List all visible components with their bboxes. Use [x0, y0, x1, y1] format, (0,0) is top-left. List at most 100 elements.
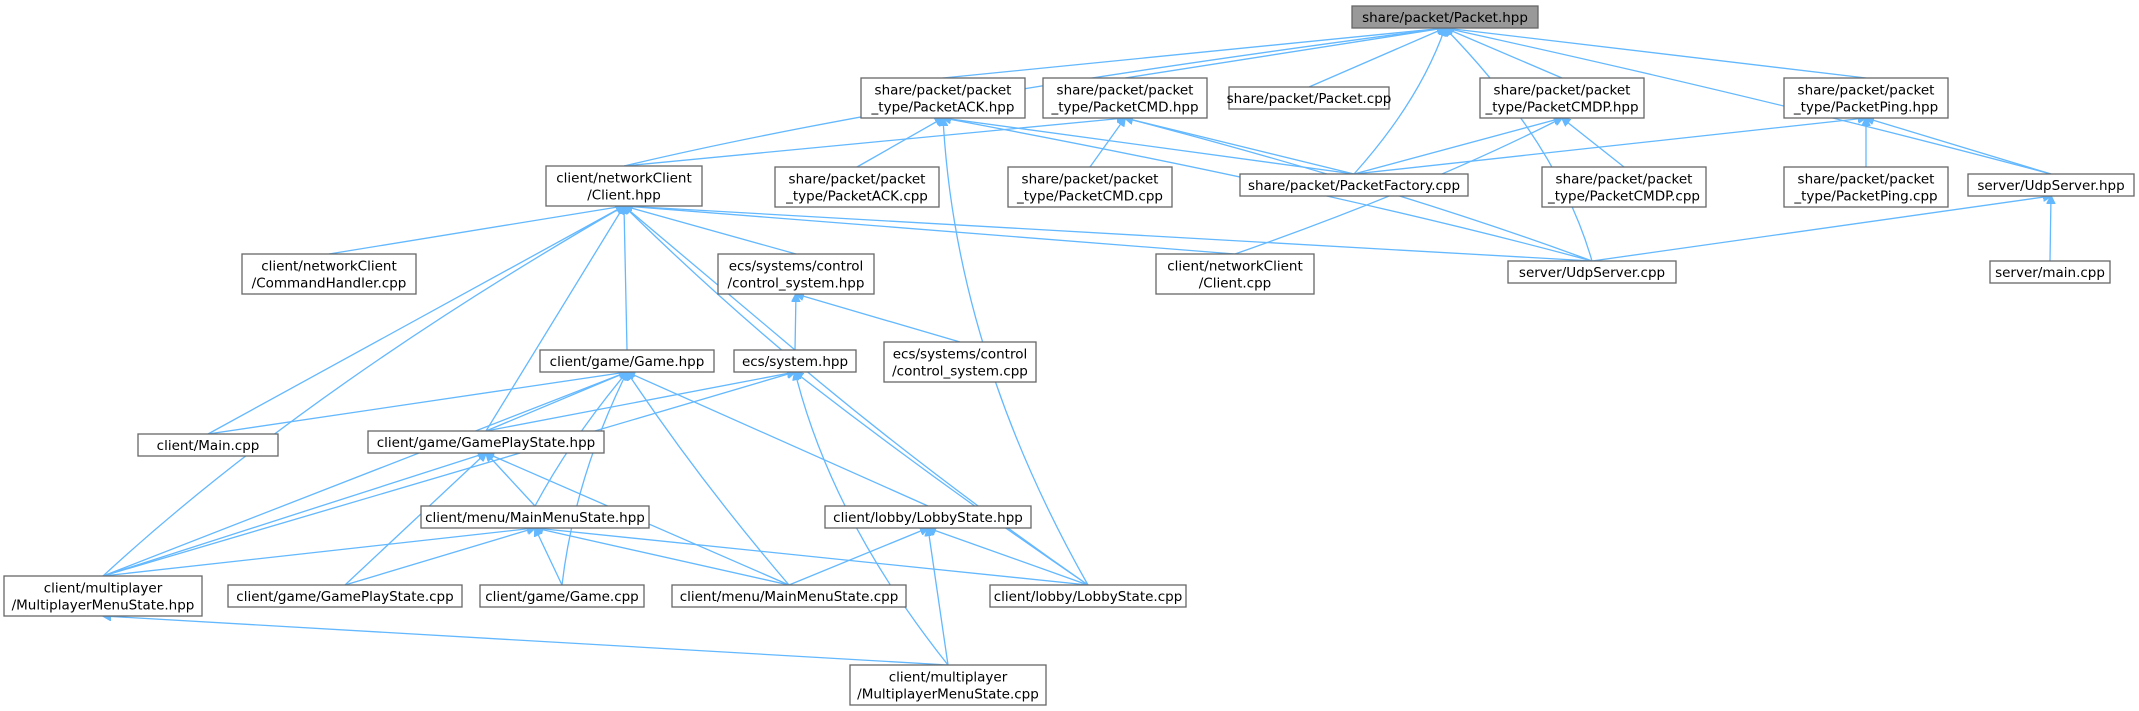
file-node-label: client/multiplayer	[889, 670, 1008, 686]
file-node-box	[227, 584, 463, 608]
file-node-label: _type/PacketACK.cpp	[785, 189, 928, 205]
file-node-label: server/UdpServer.cpp	[1519, 265, 1665, 281]
edge-n16-to-n6	[624, 206, 1593, 262]
file-node-n30[interactable]: client/multiplayer/MultiplayerMenuState.…	[849, 664, 1047, 706]
file-node-label: share/packet/packet	[1494, 83, 1631, 99]
file-node-box	[824, 505, 1032, 529]
file-node-n28[interactable]: client/menu/MainMenuState.cpp	[671, 584, 907, 608]
file-node-label: share/packet/packet	[1798, 83, 1935, 99]
file-node-n6[interactable]: client/networkClient/Client.hpp	[545, 165, 703, 207]
edge-n9-to-n5	[1353, 118, 1866, 175]
file-node-box	[1541, 166, 1707, 208]
edge-n18-to-n6	[624, 206, 627, 351]
file-node-n0: share/packet/Packet.hpp	[1351, 5, 1539, 29]
file-node-n27[interactable]: client/game/Game.cpp	[479, 584, 645, 608]
file-node-n21[interactable]: client/Main.cpp	[137, 433, 279, 457]
file-node-label: _type/PacketACK.hpp	[871, 100, 1015, 116]
file-node-box	[1042, 77, 1208, 119]
file-node-label: /MultiplayerMenuState.cpp	[857, 687, 1039, 703]
file-node-label: client/lobby/LobbyState.cpp	[994, 589, 1183, 605]
edge-n26-to-n23	[344, 528, 535, 586]
file-node-label: share/packet/Packet.cpp	[1227, 91, 1392, 107]
file-node-n8[interactable]: share/packet/packet_type/PacketCMD.cpp	[1007, 166, 1173, 208]
file-node-n19[interactable]: ecs/system.hpp	[733, 349, 857, 373]
file-node-n18[interactable]: client/game/Game.hpp	[539, 349, 715, 373]
dependency-edges	[102, 28, 2052, 666]
file-node-box	[545, 165, 703, 207]
edge-n12-to-n0	[1445, 28, 2052, 175]
file-node-box	[989, 584, 1187, 608]
file-node-box	[241, 253, 417, 295]
file-node-box	[1507, 260, 1677, 284]
file-node-box	[137, 433, 279, 457]
edge-n2-to-n0	[1124, 28, 1445, 79]
file-node-n1[interactable]: share/packet/packet_type/PacketACK.hpp	[860, 77, 1026, 119]
file-node-box	[849, 664, 1047, 706]
file-node-box	[1239, 173, 1469, 197]
edge-n17-to-n12	[2050, 196, 2051, 262]
edge-n6-to-n2	[623, 118, 1125, 167]
file-node-n3[interactable]: share/packet/Packet.cpp	[1227, 86, 1392, 110]
file-node-n26[interactable]: client/game/GamePlayState.cpp	[227, 584, 463, 608]
file-node-n9[interactable]: share/packet/PacketFactory.cpp	[1239, 173, 1469, 197]
edge-n1-to-n0	[942, 28, 1445, 79]
file-node-label: _type/PacketPing.cpp	[1793, 189, 1937, 205]
file-node-label: client/Main.cpp	[157, 438, 260, 454]
file-node-label: _type/PacketCMDP.hpp	[1484, 100, 1638, 116]
edge-n21-to-n6	[207, 206, 624, 435]
edge-n25-to-n23	[102, 528, 535, 577]
file-node-n14[interactable]: ecs/systems/control/control_system.hpp	[717, 253, 875, 295]
edge-n9-to-n0	[1353, 28, 1445, 175]
edge-n25-to-n6	[102, 206, 624, 577]
edge-n28-to-n23	[535, 528, 790, 586]
file-node-n7[interactable]: share/packet/packet_type/PacketACK.cpp	[774, 166, 940, 208]
edge-n9-to-n4	[1353, 118, 1562, 175]
edge-n21-to-n18	[207, 372, 627, 435]
file-node-n24[interactable]: client/lobby/LobbyState.hpp	[824, 505, 1032, 529]
file-node-n20[interactable]: ecs/systems/control/control_system.cpp	[883, 341, 1037, 383]
file-node-box	[479, 584, 645, 608]
edge-n16-to-n12	[1591, 196, 2051, 262]
edge-n22-to-n19	[485, 372, 795, 432]
file-node-label: share/packet/packet	[1022, 172, 1159, 188]
file-node-label: share/packet/packet	[875, 83, 1012, 99]
file-node-n22[interactable]: client/game/GamePlayState.hpp	[367, 430, 605, 454]
file-node-label: client/multiplayer	[44, 581, 163, 597]
file-node-n5[interactable]: share/packet/packet_type/PacketPing.hpp	[1783, 77, 1949, 119]
file-node-label: /control_system.hpp	[728, 276, 865, 292]
file-node-box	[1351, 5, 1539, 29]
file-node-box	[1228, 86, 1390, 110]
file-node-box	[539, 349, 715, 373]
file-node-n29[interactable]: client/lobby/LobbyState.cpp	[989, 584, 1187, 608]
edge-n29-to-n23	[535, 528, 1089, 586]
file-node-box	[1783, 166, 1949, 208]
file-node-n12[interactable]: server/UdpServer.hpp	[1967, 173, 2135, 197]
edge-n28-to-n18	[627, 372, 790, 586]
file-node-label: /Client.cpp	[1199, 276, 1271, 292]
edge-n5-to-n0	[1445, 28, 1867, 79]
file-node-label: client/lobby/LobbyState.hpp	[833, 510, 1023, 526]
file-node-n10[interactable]: share/packet/packet_type/PacketCMDP.cpp	[1541, 166, 1707, 208]
edge-n22-to-n6	[485, 206, 624, 432]
file-node-n15[interactable]: client/networkClient/Client.cpp	[1155, 253, 1315, 295]
file-node-box	[1155, 253, 1315, 295]
file-node-n17[interactable]: server/main.cpp	[1989, 260, 2111, 284]
file-node-n2[interactable]: share/packet/packet_type/PacketCMD.hpp	[1042, 77, 1208, 119]
file-node-label: client/networkClient	[1167, 259, 1303, 275]
edge-n29-to-n6	[624, 206, 1089, 586]
file-node-label: _type/PacketCMD.cpp	[1016, 189, 1163, 205]
edge-n30-to-n25	[103, 616, 949, 666]
file-node-n16[interactable]: server/UdpServer.cpp	[1507, 260, 1677, 284]
file-node-n13[interactable]: client/networkClient/CommandHandler.cpp	[241, 253, 417, 295]
file-node-n4[interactable]: share/packet/packet_type/PacketCMDP.hpp	[1479, 77, 1645, 119]
file-node-label: share/packet/PacketFactory.cpp	[1248, 178, 1460, 194]
file-node-box	[420, 505, 650, 529]
file-node-n23[interactable]: client/menu/MainMenuState.hpp	[420, 505, 650, 529]
file-node-n25[interactable]: client/multiplayer/MultiplayerMenuState.…	[3, 575, 203, 617]
file-node-label: share/packet/packet	[1556, 172, 1693, 188]
edge-n25-to-n18	[102, 372, 627, 577]
file-node-n11[interactable]: share/packet/packet_type/PacketPing.cpp	[1783, 166, 1949, 208]
file-node-box	[671, 584, 907, 608]
edge-n19-to-n6	[624, 206, 796, 351]
file-node-label: _type/PacketCMDP.cpp	[1547, 189, 1700, 205]
